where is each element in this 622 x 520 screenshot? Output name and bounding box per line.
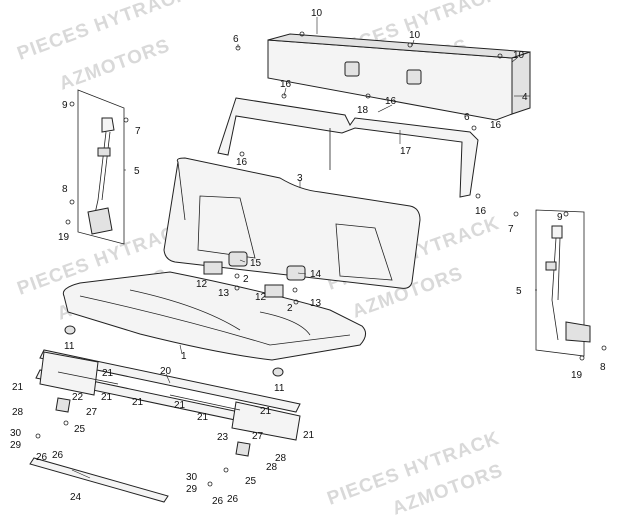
label-17: 17 (400, 146, 412, 157)
label-2: 2 (243, 274, 249, 285)
fastener-marks (35, 45, 607, 487)
label-27: 27 (86, 407, 98, 418)
label-16: 16 (490, 120, 502, 131)
label-21: 21 (102, 368, 114, 379)
label-29: 29 (186, 484, 198, 495)
label-21: 21 (260, 406, 272, 417)
label-13: 13 (310, 298, 322, 309)
label-19: 19 (571, 370, 583, 381)
label-29: 29 (10, 440, 22, 451)
label-14: 14 (310, 269, 322, 280)
part-5-right-seatbelt (535, 209, 591, 357)
part-5-left-seatbelt (77, 89, 125, 245)
part-24-bottom-bar (29, 457, 169, 503)
label-16: 16 (385, 96, 397, 107)
label-10: 10 (311, 8, 323, 19)
label-9: 9 (62, 100, 68, 111)
label-21: 21 (174, 400, 186, 411)
label-7: 7 (508, 224, 514, 235)
label-12: 12 (196, 279, 208, 290)
leader-lines (71, 17, 537, 479)
label-10: 10 (513, 50, 525, 61)
label-16: 16 (475, 206, 487, 217)
label-3: 3 (297, 173, 303, 184)
label-30: 30 (186, 472, 198, 483)
label-20: 20 (160, 366, 172, 377)
label-15: 15 (250, 258, 262, 269)
label-16: 16 (236, 157, 248, 168)
label-6: 6 (464, 112, 470, 123)
label-18: 18 (357, 105, 369, 116)
label-7: 7 (135, 126, 141, 137)
label-9: 9 (557, 212, 563, 223)
label-28: 28 (266, 462, 278, 473)
label-21: 21 (12, 382, 24, 393)
label-26: 26 (212, 496, 224, 507)
label-19: 19 (58, 232, 70, 243)
label-21: 21 (303, 430, 315, 441)
label-26: 26 (36, 452, 48, 463)
label-5: 5 (516, 286, 522, 297)
label-25: 25 (245, 476, 257, 487)
label-26: 26 (52, 450, 64, 461)
label-24: 24 (70, 492, 82, 503)
label-13: 13 (218, 288, 230, 299)
label-21: 21 (132, 397, 144, 408)
label-1: 1 (181, 351, 187, 362)
label-21: 21 (101, 392, 113, 403)
label-22: 22 (72, 392, 84, 403)
label-5: 5 (134, 166, 140, 177)
label-27: 27 (252, 431, 264, 442)
label-23: 23 (217, 432, 229, 443)
label-21: 21 (197, 412, 209, 423)
label-8: 8 (600, 362, 606, 373)
label-12: 12 (255, 292, 267, 303)
label-30: 30 (10, 428, 22, 439)
label-16: 16 (280, 79, 292, 90)
label-26: 26 (227, 494, 239, 505)
label-8: 8 (62, 184, 68, 195)
part-3-backrest-cushion (163, 157, 421, 289)
part-4-rear-panel (267, 31, 531, 121)
label-6: 6 (233, 34, 239, 45)
label-28: 28 (275, 453, 287, 464)
part-number-labels: 10 10 10 6 6 4 16 16 16 16 16 18 17 3 9 … (10, 8, 606, 507)
part-17-backrest-frame (217, 97, 479, 198)
part-20-seat-base-frame (35, 349, 301, 457)
part-1-seat-cushion (62, 271, 366, 377)
label-25: 25 (74, 424, 86, 435)
label-11: 11 (274, 383, 285, 394)
label-10: 10 (409, 30, 421, 41)
label-2: 2 (287, 303, 293, 314)
label-4: 4 (522, 92, 528, 103)
label-28: 28 (12, 407, 24, 418)
label-11: 11 (64, 341, 75, 352)
buckle-assemblies (203, 251, 306, 305)
